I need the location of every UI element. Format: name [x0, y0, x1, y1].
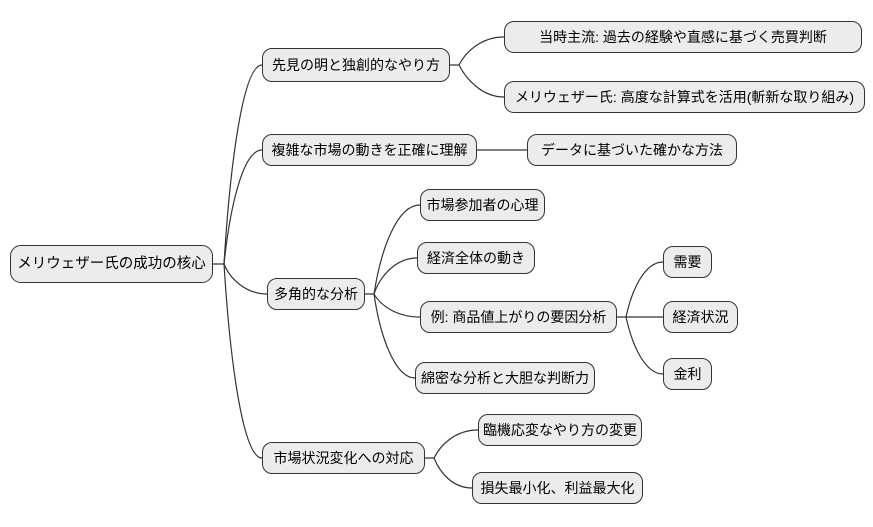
edge-root-foresight	[223, 64, 263, 265]
node-economy-trend: 経済全体の動き	[417, 242, 535, 274]
edge-adaptation-minimize-loss	[433, 457, 473, 489]
node-interest-rate: 金利	[663, 358, 712, 390]
node-minimize-loss: 損失最小化、利益最大化	[472, 472, 643, 504]
edge-foresight-formula	[458, 64, 505, 98]
node-root: メリウェザー氏の成功の核心	[10, 245, 213, 283]
edge-foresight-mainstream	[458, 36, 505, 66]
node-foresight: 先見の明と独創的なやり方	[262, 48, 450, 82]
node-demand: 需要	[663, 246, 712, 278]
edge-example-demand	[625, 261, 664, 318]
node-multifaceted-analysis: 多角的な分析	[267, 278, 365, 310]
edge-multifaceted-judgment	[373, 293, 416, 379]
edge-example-interest-rate	[625, 316, 664, 375]
node-flexible-change: 臨機応変なやり方の変更	[478, 414, 642, 446]
node-mainstream-judgment: 当時主流: 過去の経験や直感に基づく売買判断	[504, 21, 862, 53]
edge-multifaceted-economy	[373, 257, 418, 295]
edge-root-market-understanding	[223, 149, 263, 265]
edge-adaptation-flexible	[433, 429, 479, 459]
edge-root-adaptation	[223, 263, 263, 459]
node-data-method: データに基づいた確かな方法	[527, 134, 737, 166]
node-economic-conditions: 経済状況	[663, 301, 738, 333]
edge-root-multifaceted	[223, 263, 268, 295]
node-analysis-judgment: 綿密な分析と大胆な判断力	[415, 362, 595, 394]
node-participant-psychology: 市場参加者の心理	[420, 189, 545, 221]
node-price-factor-example: 例: 商品値上がりの要因分析	[420, 301, 617, 333]
node-market-understanding: 複雑な市場の動きを正確に理解	[262, 134, 477, 166]
edge-multifaceted-psychology	[373, 204, 421, 295]
node-market-adaptation: 市場状況変化への対応	[262, 442, 425, 474]
node-meriwether-formula: メリウェザー氏: 高度な計算式を活用(斬新な取り組み)	[504, 81, 865, 113]
edge-multifaceted-example	[373, 293, 421, 318]
